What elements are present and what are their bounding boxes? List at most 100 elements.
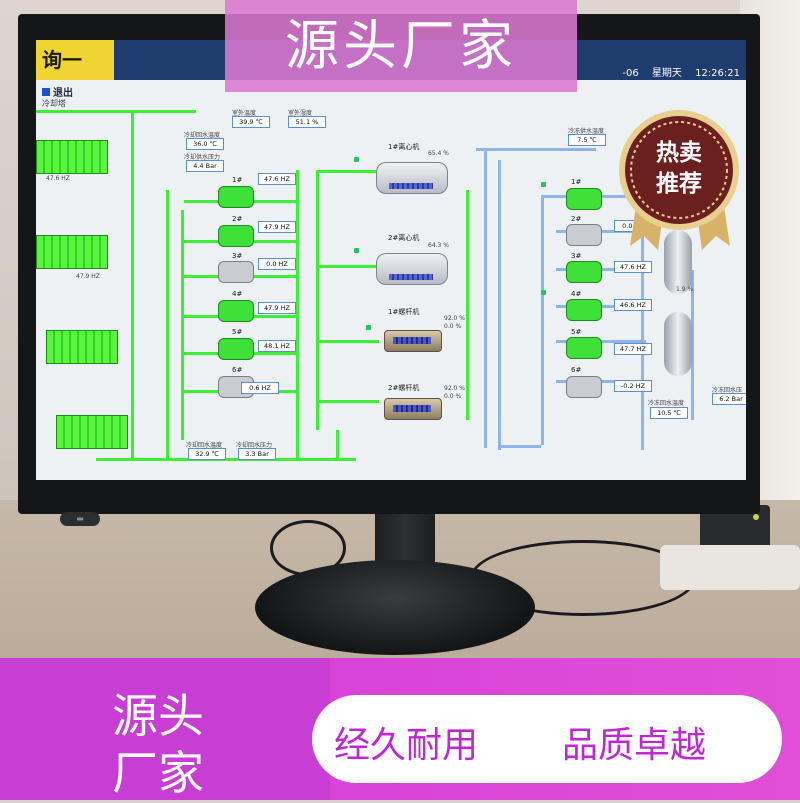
pipe: [319, 340, 379, 343]
exit-icon: [42, 88, 50, 96]
value-box: 10.5 ℃: [650, 407, 688, 419]
label: 冷却回水压力: [236, 442, 273, 449]
label: 冷却回水温度: [184, 132, 221, 139]
label: 室外温度: [232, 110, 257, 117]
pump-frequency: 47.9 HZ: [258, 221, 296, 233]
chiller-load: 0.0 %: [444, 323, 462, 330]
cooling-pump-4[interactable]: [218, 300, 254, 322]
chilled-pump-6[interactable]: [566, 376, 602, 398]
status-indicator: [541, 182, 546, 187]
badge-text: 热卖: [656, 140, 702, 166]
pump-label: 4#: [232, 290, 243, 298]
chiller-load: 65.4 %: [428, 150, 449, 157]
cooling-pump-3[interactable]: [218, 261, 254, 283]
value-box: 7.5 ℃: [568, 134, 606, 146]
cooling-tower[interactable]: [56, 415, 128, 449]
chilled-pump-3[interactable]: [566, 261, 602, 283]
date: -06: [622, 68, 639, 79]
status-indicator: [541, 290, 546, 295]
clock: 12:26:21: [695, 68, 740, 79]
status-indicator: [354, 157, 359, 162]
promo-text: 源头: [112, 689, 204, 743]
slogan-text: 经久耐用: [334, 725, 479, 766]
chiller-label: 1#螺杆机: [388, 308, 420, 316]
value-box: 39.9 ℃: [232, 116, 270, 128]
pipe: [319, 400, 379, 403]
scada-screen: 询一 -06 星期天 12:26:21 退出 冷却塔 47.6 HZ 47.9 …: [36, 40, 746, 480]
pipe: [96, 458, 356, 461]
exit-button[interactable]: 退出: [42, 84, 73, 99]
weekday: 星期天: [651, 68, 682, 79]
chiller-label: 2#螺杆机: [388, 384, 420, 392]
power-led: [753, 514, 759, 520]
water-tank: [664, 230, 692, 294]
cooling-pump-2[interactable]: [218, 225, 254, 247]
promo-text: 厂家: [112, 746, 204, 800]
pipe: [641, 190, 644, 450]
percent: 1.9 %: [676, 286, 694, 293]
pipe: [541, 195, 544, 445]
pipe: [316, 170, 319, 430]
pump-label: 5#: [232, 328, 243, 336]
pipe: [131, 110, 134, 460]
cooling-pump-1[interactable]: [218, 186, 254, 208]
pump-frequency: 0.6 HZ: [241, 382, 279, 394]
chiller-load: 64.3 %: [428, 242, 449, 249]
chiller-label: 2#离心机: [388, 234, 420, 242]
centrifugal-chiller-1[interactable]: [376, 162, 448, 194]
pipe: [181, 210, 184, 440]
monitor-stand-base: [255, 560, 535, 655]
pump-frequency: 0.0 HZ: [258, 258, 296, 270]
water-tank: [664, 312, 692, 376]
pump-frequency: 46.6 HZ: [614, 299, 652, 311]
screw-chiller-2[interactable]: [384, 398, 442, 420]
datetime: -06 星期天 12:26:21: [612, 64, 740, 79]
value-box: 51.1 %: [288, 116, 326, 128]
chiller-label: 1#离心机: [388, 143, 420, 151]
pump-label: 1#: [571, 178, 582, 186]
slogan-pill: [312, 695, 782, 783]
pipe: [484, 148, 487, 448]
pipe: [498, 160, 501, 450]
chilled-pump-1[interactable]: [566, 188, 602, 210]
pipe: [316, 170, 376, 173]
label: 冷却回水温度: [186, 442, 223, 449]
pipe: [336, 430, 339, 460]
monitor-brand-logo: ▬: [60, 512, 100, 526]
status-indicator: [354, 248, 359, 253]
label: 冷冻回水温度: [648, 400, 685, 407]
value-box: 3.3 Bar: [238, 448, 276, 460]
chiller-load: 0.0 %: [444, 393, 462, 400]
value-box: 36.0 ℃: [186, 138, 224, 150]
status-indicator: [366, 325, 371, 330]
pump-label: 1#: [232, 176, 243, 184]
screw-chiller-1[interactable]: [384, 330, 442, 352]
badge-text: 推荐: [656, 171, 702, 197]
chiller-load: 92.0 %: [444, 385, 465, 392]
cooling-tower[interactable]: [46, 330, 118, 364]
centrifugal-chiller-2[interactable]: [376, 253, 448, 285]
pipe: [501, 445, 541, 448]
pump-frequency: 47.9 HZ: [258, 302, 296, 314]
cooling-tower[interactable]: [36, 235, 108, 269]
chilled-pump-5[interactable]: [566, 337, 602, 359]
cooling-pump-5[interactable]: [218, 338, 254, 360]
pump-label: 5#: [571, 328, 582, 336]
pump-label: 2#: [571, 215, 582, 223]
pump-label: 6#: [571, 366, 582, 374]
chilled-pump-2[interactable]: [566, 224, 602, 246]
app-title: 询一: [36, 40, 114, 80]
pipe: [166, 190, 169, 460]
label: 冷冻供水温度: [568, 128, 605, 135]
label: 室外湿度: [288, 110, 313, 117]
value-box: 6.2 Bar: [712, 393, 746, 405]
pump-frequency: 47.6 HZ: [258, 173, 296, 185]
chilled-pump-4[interactable]: [566, 299, 602, 321]
cooling-tower[interactable]: [36, 140, 108, 174]
pipe: [476, 148, 596, 151]
pump-label: 3#: [571, 252, 582, 260]
exit-label: 退出: [53, 88, 73, 99]
power-strip: [660, 545, 800, 590]
pump-label: 4#: [571, 290, 582, 298]
pump-label: 6#: [232, 366, 243, 374]
